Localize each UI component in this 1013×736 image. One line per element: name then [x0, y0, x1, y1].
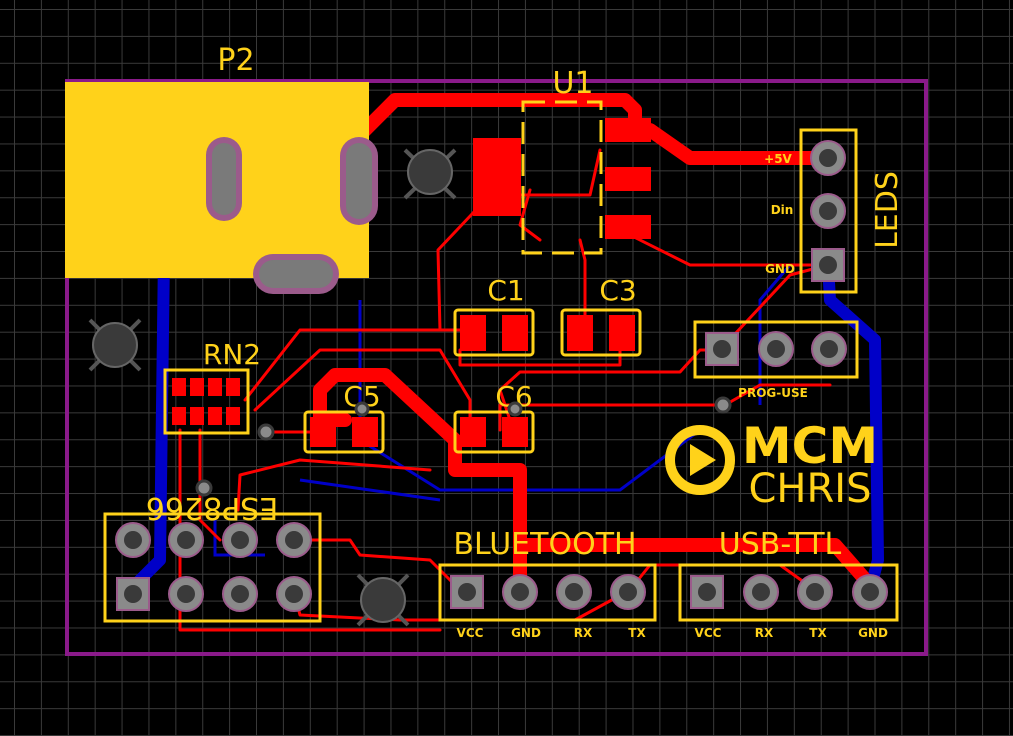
bt-pin-label-4: TX	[628, 626, 646, 640]
top-trace-d	[243, 328, 472, 402]
component-u1: U1	[473, 66, 651, 255]
play-icon	[665, 425, 735, 495]
c6-pad-2	[502, 417, 528, 447]
c5-pad-1	[310, 417, 336, 447]
component-prog-use: PROG-USE	[693, 320, 859, 400]
logo-line2: CHRIS	[749, 466, 872, 512]
p2-designator: P2	[217, 43, 254, 78]
c3-designator: C3	[599, 274, 636, 307]
top-trace-l	[198, 428, 222, 542]
bt-pin-label-3: RX	[574, 626, 593, 640]
mounting-hole-3	[356, 573, 410, 627]
top-trace-gnd-bottom	[513, 538, 877, 592]
bottom-trace-3	[758, 264, 792, 405]
rn2-pad-5	[172, 407, 186, 425]
u1-designator: U1	[552, 66, 593, 101]
esp-pins	[115, 522, 312, 612]
bt-designator: BLUETOOTH	[453, 527, 636, 562]
c5-pad-2	[352, 417, 378, 447]
component-usb-ttl: VCC RX TX GND USB-TTL	[678, 527, 899, 640]
vias	[195, 396, 732, 497]
c1-designator: C1	[487, 274, 524, 307]
u1-outline	[521, 100, 603, 255]
via	[195, 479, 213, 497]
top-trace-b	[578, 238, 587, 332]
esp-designator: ESP8266	[146, 490, 278, 525]
usb-pin-label-2: RX	[755, 626, 774, 640]
mounting-hole-2	[88, 318, 142, 372]
top-trace-i	[458, 348, 622, 367]
bt-pin-label-1: VCC	[457, 626, 484, 640]
leds-pin-label-2: Din	[771, 203, 794, 217]
component-rn2: RN2	[163, 338, 261, 435]
bottom-thin-traces	[213, 264, 792, 557]
component-leds: +5V Din GND LEDS	[764, 128, 905, 294]
logo-line1: MCM	[742, 417, 878, 475]
rn2-pad-1	[172, 378, 186, 396]
top-trace-r	[723, 383, 832, 407]
c1-pad-1	[460, 315, 486, 351]
component-esp8266: ESP8266	[103, 490, 322, 623]
board-outline	[65, 79, 928, 656]
component-bluetooth: VCC GND RX TX BLUETOOTH	[438, 527, 657, 640]
p2-pad-1-hole	[212, 143, 236, 215]
component-c3: C3	[560, 274, 642, 357]
mounting-hole-1	[403, 148, 457, 200]
prog-designator: PROG-USE	[738, 386, 808, 400]
rn2-pad-7	[208, 407, 222, 425]
rn2-pad-2	[190, 378, 204, 396]
top-trace-p	[236, 458, 432, 512]
usb-designator: USB-TTL	[719, 527, 842, 562]
component-p2: P2	[65, 43, 378, 294]
leds-pin-label-1: +5V	[764, 152, 792, 166]
component-c6: C6	[453, 380, 535, 454]
rn2-pad-8	[226, 407, 240, 425]
top-trace-q	[518, 188, 542, 242]
c3-pad-2	[609, 315, 635, 351]
u1-pad-1	[605, 118, 651, 142]
top-trace-g	[498, 403, 727, 432]
top-trace-power-2	[643, 123, 835, 165]
logo: MCM CHRIS	[665, 417, 878, 512]
usb-pin-label-3: TX	[809, 626, 827, 640]
rn2-pad-4	[226, 378, 240, 396]
esp-pin-square	[116, 577, 150, 611]
p2-pad-2-hole	[346, 143, 372, 219]
p2-pad-3-hole	[259, 260, 333, 288]
rn2-pad-6	[190, 407, 204, 425]
top-trace-e	[253, 348, 472, 432]
top-trace-c	[618, 228, 830, 267]
c6-pad-1	[460, 417, 486, 447]
via	[714, 396, 732, 414]
rn2-designator: RN2	[203, 338, 261, 371]
bt-pin-label-2: GND	[511, 626, 541, 640]
c1-pad-2	[502, 315, 528, 351]
rn2-pad-3	[208, 378, 222, 396]
u1-tab-pad	[473, 138, 521, 216]
leds-pin-label-3: GND	[765, 262, 795, 276]
leds-designator: LEDS	[870, 171, 905, 249]
bottom-trace-4	[299, 478, 441, 502]
bottom-trace-1	[358, 300, 701, 492]
u1-pad-3	[605, 215, 651, 239]
top-trace-h	[498, 348, 722, 422]
u1-pad-2	[605, 167, 651, 191]
top-trace-power-3	[313, 368, 527, 597]
component-c1: C1	[453, 274, 535, 357]
via	[257, 423, 275, 441]
via	[354, 401, 370, 417]
usb-pin-label-1: VCC	[695, 626, 722, 640]
component-c5: C5	[303, 380, 385, 454]
c3-pad-1	[567, 315, 593, 351]
usb-pin-label-4: GND	[858, 626, 888, 640]
via	[507, 401, 523, 417]
bottom-trace-gnd-right	[822, 259, 884, 596]
mounting-holes	[88, 148, 457, 627]
